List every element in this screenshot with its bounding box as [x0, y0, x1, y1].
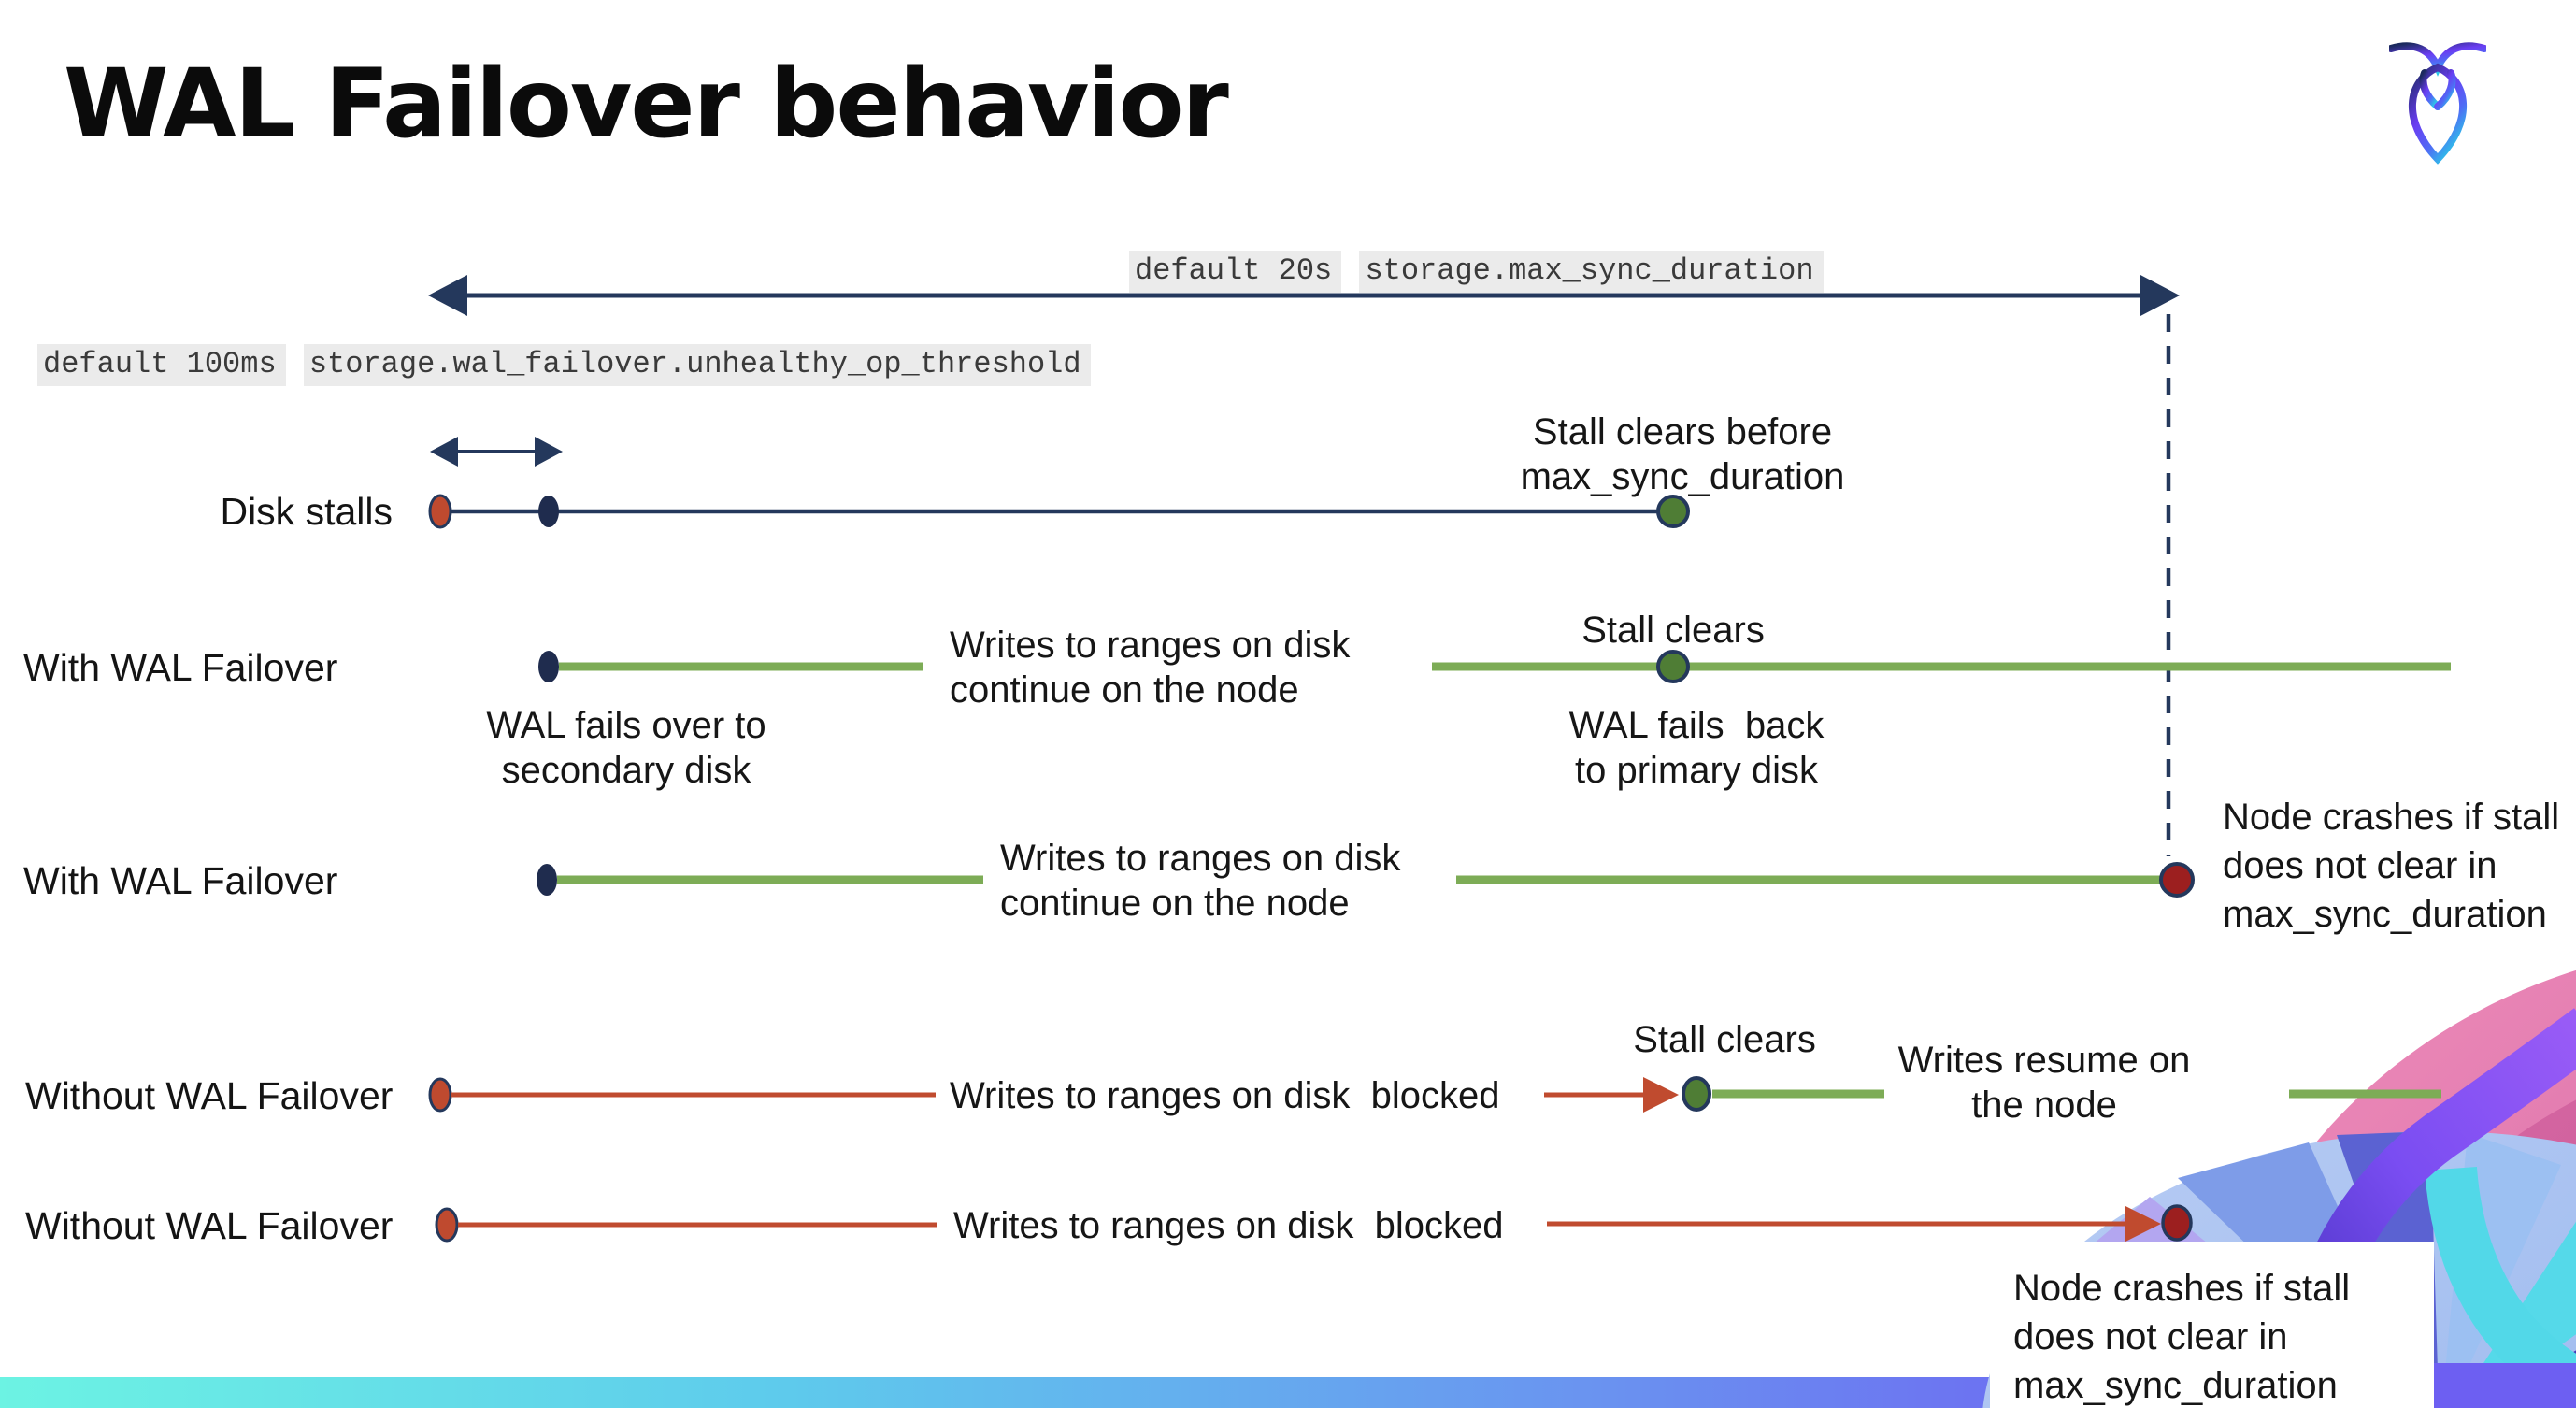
threshold-arrowhead-left — [430, 437, 458, 467]
annotation-writes-continue-1: Writes to ranges on disk continue on the… — [950, 625, 1351, 711]
cockroachdb-logo-icon — [2389, 42, 2486, 165]
annotation-node-crashes-bottom: Node crashes if stall does not clear in … — [2013, 1268, 2351, 1406]
art-bottom-band — [2430, 1363, 2576, 1408]
annotation-stall-clears-2: Stall clears — [1633, 1019, 1816, 1060]
with2-failover-dot — [537, 864, 557, 896]
row-label-with-wal-failover-1: With WAL Failover — [23, 646, 338, 689]
without1-red-arrowhead — [1643, 1077, 1679, 1113]
threshold-default-value: default 100ms — [37, 344, 286, 386]
row-label-disk-stalls: Disk stalls — [220, 490, 393, 533]
without2-crash-dot — [2161, 1204, 2193, 1242]
row-label-without-wal-failover-2: Without WAL Failover — [25, 1204, 394, 1247]
max-sync-setting-label: default 20s storage.max_sync_duration — [1129, 251, 1824, 298]
row-label-without-wal-failover-1: Without WAL Failover — [25, 1074, 394, 1117]
annotation-writes-resume: Writes resume on the node — [1897, 1040, 2191, 1126]
max-sync-arrowhead-right — [2140, 275, 2180, 316]
without1-stall-clear-dot — [1682, 1076, 1711, 1112]
threshold-setting-name: storage.wal_failover.unhealthy_op_thresh… — [303, 344, 1091, 386]
disk-stalls-start-dot — [428, 494, 452, 529]
without2-red-arrowhead — [2125, 1206, 2161, 1242]
annotation-stall-clears-1: Stall clears — [1581, 610, 1765, 651]
annotation-wal-fails-over: WAL fails over to secondary disk — [486, 705, 766, 791]
with2-crash-dot — [2159, 862, 2195, 898]
annotation-writes-continue-2: Writes to ranges on disk continue on the… — [1000, 838, 1401, 924]
without2-start-dot — [435, 1207, 459, 1243]
threshold-setting-label: default 100ms storage.wal_failover.unhea… — [37, 344, 1091, 392]
node-crash-callout-box — [1990, 1242, 2434, 1408]
row-label-with-wal-failover-2: With WAL Failover — [23, 859, 338, 902]
with1-failover-dot — [538, 651, 559, 682]
threshold-arrowhead-right — [535, 437, 563, 467]
annotation-node-crashes-right: Node crashes if stall does not clear in … — [2223, 797, 2560, 935]
max-sync-default-value: default 20s — [1129, 251, 1342, 293]
without1-start-dot — [428, 1077, 452, 1113]
annotation-stall-clears-before: Stall clears before max_sync_duration — [1520, 411, 1845, 497]
disk-stalls-failover-dot — [538, 496, 559, 527]
annotation-wal-fails-back: WAL fails back to primary disk — [1568, 705, 1825, 791]
disk-stalls-clear-dot — [1656, 495, 1690, 528]
max-sync-arrowhead-left — [428, 275, 467, 316]
with1-stall-clear-dot — [1656, 650, 1690, 683]
max-sync-setting-name: storage.max_sync_duration — [1359, 251, 1824, 293]
annotation-writes-blocked-1: Writes to ranges on disk blocked — [950, 1075, 1500, 1116]
page-title: WAL Failover behavior — [64, 49, 1229, 160]
annotation-writes-blocked-2: Writes to ranges on disk blocked — [953, 1205, 1504, 1246]
